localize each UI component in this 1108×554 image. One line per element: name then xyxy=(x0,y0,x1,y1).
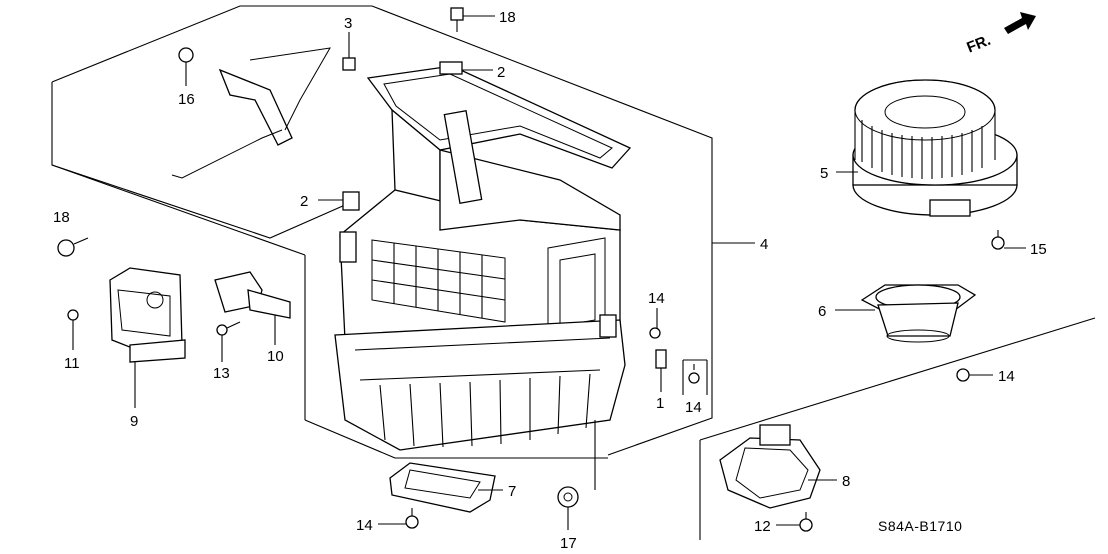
callout-3: 3 xyxy=(344,15,352,32)
callout-10: 10 xyxy=(267,348,284,365)
callout-7: 7 xyxy=(508,483,516,500)
callout-2: 2 xyxy=(300,193,308,210)
leader-lines xyxy=(72,15,1026,530)
callout-2: 2 xyxy=(497,64,505,81)
callout-8: 8 xyxy=(842,473,850,490)
fasteners xyxy=(57,7,1005,532)
callout-14: 14 xyxy=(648,290,665,307)
callout-6: 6 xyxy=(818,303,826,320)
callout-14: 14 xyxy=(356,517,373,534)
callout-16: 16 xyxy=(178,91,195,108)
diagram-code: S84A-B1710 xyxy=(878,518,962,534)
callout-labels: 18 3 2 16 2 18 5 4 15 6 14 14 1 14 11 13… xyxy=(53,9,1047,552)
tray-ribs xyxy=(379,373,591,448)
fr-label: FR. xyxy=(964,32,993,57)
callout-12: 12 xyxy=(754,518,771,535)
power-transistor-part xyxy=(389,462,496,513)
heater-housing-part xyxy=(334,65,632,451)
vent-grid xyxy=(371,239,506,323)
callout-17: 17 xyxy=(560,535,577,552)
callout-14: 14 xyxy=(685,399,702,416)
callout-1: 1 xyxy=(656,395,664,412)
fan-blades xyxy=(861,120,983,179)
motor-seal-part xyxy=(860,284,977,343)
assembly-outline xyxy=(51,5,1096,540)
front-direction-indicator: FR. xyxy=(964,12,1036,57)
callout-9: 9 xyxy=(130,413,138,430)
connector-bracket-part xyxy=(214,271,291,319)
callout-4: 4 xyxy=(760,236,768,253)
callout-14: 14 xyxy=(998,368,1015,385)
fr-arrow-icon xyxy=(1004,12,1036,34)
blower-motor-part xyxy=(852,79,1018,217)
callout-18: 18 xyxy=(499,9,516,26)
callout-13: 13 xyxy=(213,365,230,382)
lever-link-part xyxy=(171,47,331,179)
mode-control-motor-part xyxy=(109,267,186,363)
callout-5: 5 xyxy=(820,165,828,182)
callout-15: 15 xyxy=(1030,241,1047,258)
blower-resistor-part xyxy=(719,424,821,509)
callout-18: 18 xyxy=(53,209,70,226)
callout-11: 11 xyxy=(64,355,80,372)
